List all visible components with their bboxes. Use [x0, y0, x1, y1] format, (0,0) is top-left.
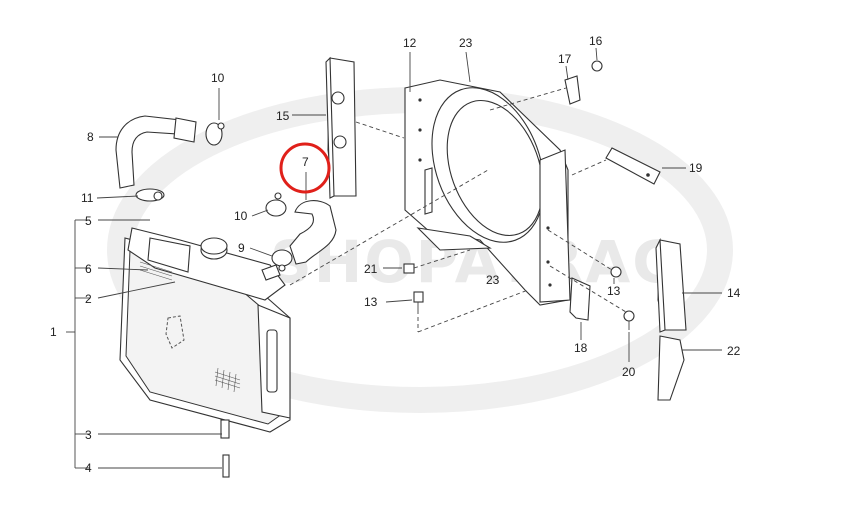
label-11: 11 [81, 191, 94, 205]
side-bracket [325, 56, 357, 199]
label-2: 2 [85, 292, 92, 306]
seal-14 [655, 237, 687, 333]
bolt-16 [591, 60, 603, 72]
lower-hose [265, 192, 337, 272]
label-12: 12 [403, 36, 417, 50]
label-3: 3 [85, 428, 92, 442]
label-5: 5 [85, 214, 92, 228]
part-labels: 1 2 3 4 5 6 7 8 9 10 10 11 12 13 13 14 1… [50, 34, 741, 475]
bolt-13a [413, 291, 424, 310]
seal-22 [657, 335, 685, 401]
upper-hose [115, 115, 225, 202]
label-13-left: 13 [364, 295, 378, 309]
label-10-upper: 10 [211, 71, 225, 85]
label-6: 6 [85, 262, 92, 276]
label-13-right: 13 [607, 284, 621, 298]
leader-lines [66, 47, 722, 469]
label-14: 14 [727, 286, 741, 300]
label-18: 18 [574, 341, 588, 355]
label-9: 9 [238, 241, 245, 255]
label-23-top: 23 [459, 36, 473, 50]
label-4: 4 [85, 461, 92, 475]
label-1: 1 [50, 325, 57, 339]
plate-19 [605, 147, 661, 185]
bolt-20 [623, 310, 635, 330]
label-17: 17 [558, 52, 572, 66]
label-21: 21 [364, 262, 378, 276]
label-15: 15 [276, 109, 290, 123]
label-22: 22 [727, 344, 741, 358]
clip-17 [564, 75, 581, 105]
label-20: 20 [622, 365, 636, 379]
label-7: 7 [302, 155, 309, 169]
radiator [119, 227, 291, 478]
label-10-lower: 10 [234, 209, 248, 223]
highlight-circle [279, 142, 331, 194]
bolt-13b [610, 266, 622, 278]
fan-shroud [404, 79, 571, 306]
bolt-21 [403, 263, 415, 274]
label-8: 8 [87, 130, 94, 144]
bracket-18 [569, 277, 591, 321]
label-16: 16 [589, 34, 603, 48]
label-23-bottom: 23 [486, 273, 500, 287]
label-19: 19 [689, 161, 703, 175]
